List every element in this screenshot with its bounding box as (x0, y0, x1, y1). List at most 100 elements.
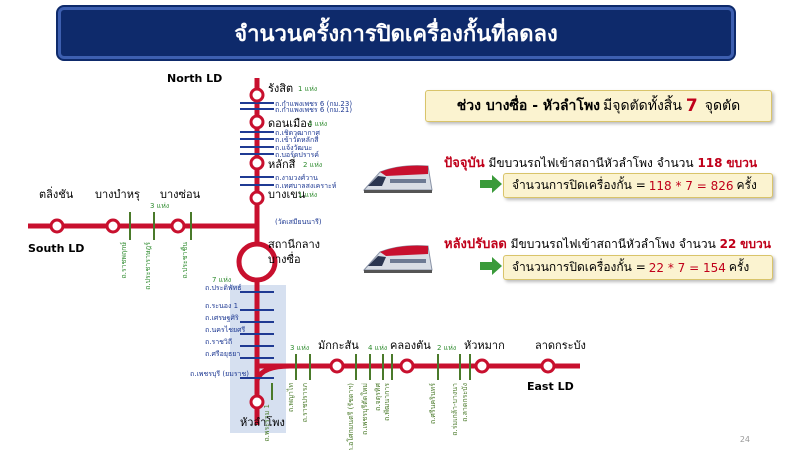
south-crossing-label: ถ.เศรษฐศิริ (205, 314, 239, 322)
page-number: 24 (739, 435, 750, 444)
east-crossing-label: ถ.พญาไท (286, 383, 295, 412)
south-count: 7 แห่ง (212, 276, 231, 284)
west-station-marker (49, 218, 65, 234)
east-count: 3 แห่ง (290, 344, 309, 352)
east-count: 2 แห่ง (437, 344, 456, 352)
north-station-marker (249, 190, 265, 206)
north-crossing-label: ถ.บอร์ดปรารค์ (275, 151, 319, 159)
north-station-marker (249, 114, 265, 130)
east-crossing-label: ถ.ร่มเกล้า-บางนา (451, 383, 459, 436)
north-crossing-label: ถ.เข้าวัดหลักสี่ (275, 135, 319, 144)
west-station-marker (170, 218, 186, 234)
current-unit: ขบวน (726, 156, 758, 170)
after-calc-value: 22 * 7 = 154 (648, 260, 726, 275)
east-station-name: มักกะสัน (318, 339, 359, 352)
north-crossing-label: ถ.กำแพงเพชร 6 (กม.21) (275, 106, 352, 114)
south-crossing-label: ถ.ประดิพัทธ์ (205, 284, 241, 292)
current-row: ปัจจุบัน มีขบวนรถไฟเข้าสถานีหัวลำโพง จำน… (444, 152, 757, 173)
east-crossing-label: ถ.จตุรทิศ (374, 382, 382, 410)
callout-suffix: จุดตัด (704, 98, 741, 114)
east-station-name: ลาดกระบัง (535, 339, 586, 352)
east-station-marker (329, 358, 345, 374)
arrow-right-icon (480, 175, 502, 193)
after-calc-label: จำนวนการปิดเครื่องกั้น = (512, 260, 646, 274)
terminal-crossing-label: ถ.พระราม 1 (263, 404, 271, 442)
current-calc-label: จำนวนการปิดเครื่องกั้น = (512, 178, 646, 192)
current-calc: จำนวนการปิดเครื่องกั้น = 118 * 7 = 826 ค… (503, 173, 773, 198)
callout-count: 7 (685, 96, 698, 116)
north-crossing-label: ถ.งามวงศ์วาน (275, 174, 318, 182)
east-station-name: คลองตัน (390, 339, 431, 352)
west-station-name: บางซ่อน (160, 188, 201, 201)
current-calc-unit: ครั้ง (736, 178, 757, 192)
callout-prefix: ช่วง บางซื่อ - หัวลำโพง (456, 98, 601, 114)
after-trains: 22 (719, 237, 737, 251)
east-crossing-label: ถ.เพชรบุรีตัดใหม่ (360, 383, 369, 435)
train-icon (362, 165, 433, 193)
after-row: หลังปรับลด มีขบวนรถไฟเข้าสถานีหัวลำโพง จ… (444, 233, 771, 254)
title-banner: จำนวนครั้งการปิดเครื่องกั้นที่ลดลง (58, 7, 734, 59)
east-ld-label: East LD (527, 380, 574, 393)
north-station-count: 2 แห่ง (303, 161, 322, 169)
south-crossing-label: ถ.ศรีอยุธยา (205, 350, 240, 358)
after-calc: จำนวนการปิดเครื่องกั้น = 22 * 7 = 154 คร… (503, 255, 773, 280)
east-crossing-label: ถ.ลาดกระบัง (461, 383, 469, 422)
north-crossing-label: ถ.แจ้งวัฒนะ (275, 144, 313, 152)
west-count: 3 แห่ง (150, 202, 169, 210)
north-station-name: บางเขน (268, 188, 306, 201)
west-crossing-label: ถ.ประชาราษฎร์ (144, 242, 152, 290)
current-calc-value: 118 * 7 = 826 (648, 178, 734, 193)
north-station-name: ดอนเมือง (268, 117, 312, 130)
central-station-marker (236, 241, 278, 283)
page-title: จำนวนครั้งการปิดเครื่องกั้นที่ลดลง (234, 21, 558, 47)
north-station-count: 1 แห่ง (298, 191, 317, 199)
north-crossing-label: ถ.กำแพงเพชร 6 (กม.23) (275, 100, 352, 108)
north-station-name: รังสิต (268, 82, 293, 95)
south-crossing-label: ถ.ระนอง 1 (205, 302, 238, 310)
central-station-name: สถานีกลาง (268, 238, 320, 251)
west-crossing-label: ถ.ราชพฤกษ์ (120, 242, 128, 279)
east-count: 4 แห่ง (368, 344, 387, 352)
terminal-station-name: หัวลำโพง (240, 415, 285, 429)
south-crossing-label: ถ.ราชวิถี (205, 338, 232, 346)
west-crossing-label: ถ.ประชาชื่น (180, 242, 189, 279)
north-station-marker (249, 87, 265, 103)
station-markers (49, 87, 556, 410)
current-text: มีขบวนรถไฟเข้าสถานีหัวลำโพง จำนวน (488, 156, 694, 170)
south-crossing-label: ถ.เพชรบุรี (ยมราช) (190, 370, 249, 378)
crossing-bars (129, 102, 471, 400)
north-station-count: 4 แห่ง (308, 120, 327, 128)
east-crossing-label: ถ.อโศกมนตรี (รัชดาฯ) (346, 383, 355, 450)
east-crossing-label: ถ.พัฒนาการ (383, 383, 391, 421)
east-station-marker (474, 358, 490, 374)
section-callout: ช่วง บางซื่อ - หัวลำโพง มีจุดตัดทั้งสิ้น… (425, 90, 772, 122)
east-crossing-label: ถ.ราชปรารภ (301, 383, 309, 423)
north-crossing-label: (วัดเสมียนนารี) (275, 218, 322, 226)
east-crossing-label: ถ.ศรีนครินทร์ (429, 383, 437, 424)
west-station-name: ตลิ่งชัน (39, 186, 74, 201)
after-text: มีขบวนรถไฟเข้าสถานีหัวลำโพง จำนวน (510, 237, 716, 251)
north-crossing-label: ถ.เชิดวุฒากาศ (275, 129, 321, 137)
east-station-marker (399, 358, 415, 374)
after-calc-unit: ครั้ง (728, 260, 750, 274)
central-station-name: บางซื่อ (268, 251, 301, 266)
north-station-marker (249, 155, 265, 171)
terminal-station-marker (249, 394, 265, 410)
east-station-marker (540, 358, 556, 374)
arrow-right-icon (480, 257, 502, 275)
after-unit: ขบวน (740, 237, 771, 251)
north-station-name: หลักสี่ (268, 156, 296, 171)
current-label: ปัจจุบัน (444, 156, 485, 171)
west-station-marker (105, 218, 121, 234)
callout-middle: มีจุดตัดทั้งสิ้น (603, 98, 682, 114)
west-station-name: บางบำหรุ (95, 188, 140, 201)
north-station-count: 1 แห่ง (298, 85, 317, 93)
east-station-name: หัวหมาก (464, 339, 505, 352)
after-label: หลังปรับลด (444, 237, 507, 252)
south-crossing-label: ถ.นครไชยศรี (205, 325, 246, 334)
current-trains: 118 (697, 156, 723, 170)
south-ld-label: South LD (28, 242, 84, 255)
train-icon (362, 245, 433, 273)
